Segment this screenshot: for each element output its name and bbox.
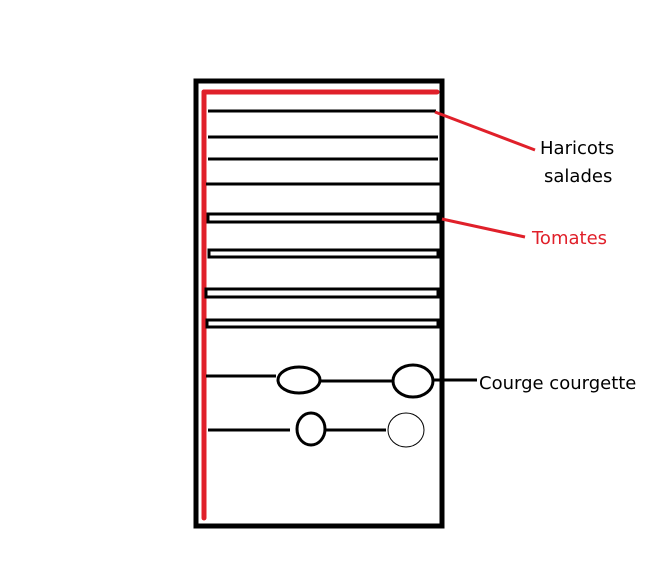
- squash-plant: [276, 365, 322, 395]
- squash-plant: [391, 363, 435, 399]
- squash-row-2: [208, 411, 425, 448]
- squash-plant: [387, 412, 425, 448]
- squash-plant: [295, 411, 327, 447]
- tomato-rows: [204, 212, 440, 329]
- haricots-leader-line: [434, 110, 536, 152]
- label-tomates: Tomates: [531, 228, 607, 249]
- label-salades: salades: [544, 166, 612, 187]
- bean-lettuce-rows: [206, 109, 441, 186]
- red-fence: [201, 89, 440, 521]
- garden-bed-border: [193, 78, 445, 529]
- label-haricots: Haricots: [540, 138, 614, 159]
- tomates-leader-line: [441, 217, 526, 239]
- label-courge: Courge courgette: [479, 373, 636, 394]
- squash-row-1: [206, 363, 477, 399]
